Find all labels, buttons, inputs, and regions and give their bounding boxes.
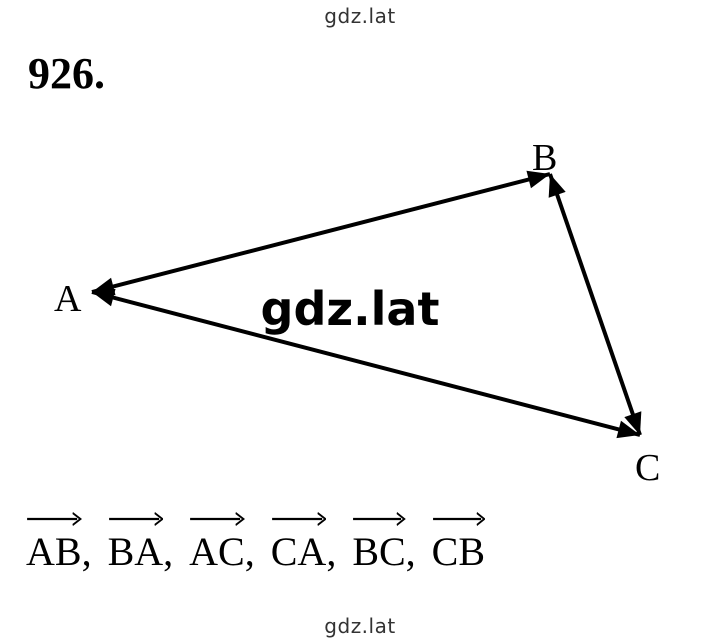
vector-label: BA	[107, 529, 164, 574]
arrowhead-ab-icon	[526, 170, 550, 189]
vector-separator: ,	[326, 529, 337, 574]
vector-arrow-icon	[190, 512, 245, 526]
vector-separator: ,	[81, 529, 92, 574]
watermark-center: gdz.lat	[261, 282, 440, 336]
vector-arrow-icon	[27, 512, 82, 526]
vector-cb: CB	[431, 508, 486, 582]
vector-ba: BA	[108, 508, 164, 582]
vector-arrow-icon	[353, 512, 406, 526]
vector-list: AB , BA , AC , CA , BC , CB	[26, 508, 486, 582]
arrowhead-ca-icon	[92, 288, 116, 307]
vector-ab: AB	[26, 508, 82, 582]
vector-label: CB	[431, 529, 486, 574]
vertex-label-c: C	[635, 447, 660, 489]
vector-arrow-icon	[432, 512, 486, 526]
arrowhead-bc-icon	[624, 411, 642, 435]
edge-ac	[91, 290, 641, 437]
vector-arrow-icon	[271, 512, 327, 526]
problem-number: 926.	[28, 49, 105, 98]
vector-ac: AC	[189, 508, 245, 582]
edge-bc	[548, 173, 642, 436]
vector-separator: ,	[244, 529, 255, 574]
vector-label: AC	[189, 529, 245, 574]
vertex-label-b: B	[532, 137, 557, 179]
vector-label: BC	[352, 529, 406, 574]
vector-ca: CA	[271, 508, 327, 582]
triangle-edges	[91, 172, 642, 437]
vertex-label-a: A	[54, 278, 82, 320]
vector-label: AB	[26, 529, 82, 574]
vector-separator: ,	[163, 529, 174, 574]
vector-label: CA	[270, 529, 327, 574]
watermark-top: gdz.lat	[324, 4, 396, 28]
arrowhead-ac-icon	[616, 420, 640, 439]
edge-ab	[91, 172, 551, 294]
vector-bc: BC	[352, 508, 406, 582]
vector-arrow-icon	[108, 512, 164, 526]
triangle-arrowheads	[92, 170, 642, 439]
vector-separator: ,	[405, 529, 416, 574]
arrowhead-cb-icon	[548, 174, 566, 198]
watermark-bottom: gdz.lat	[324, 614, 396, 638]
